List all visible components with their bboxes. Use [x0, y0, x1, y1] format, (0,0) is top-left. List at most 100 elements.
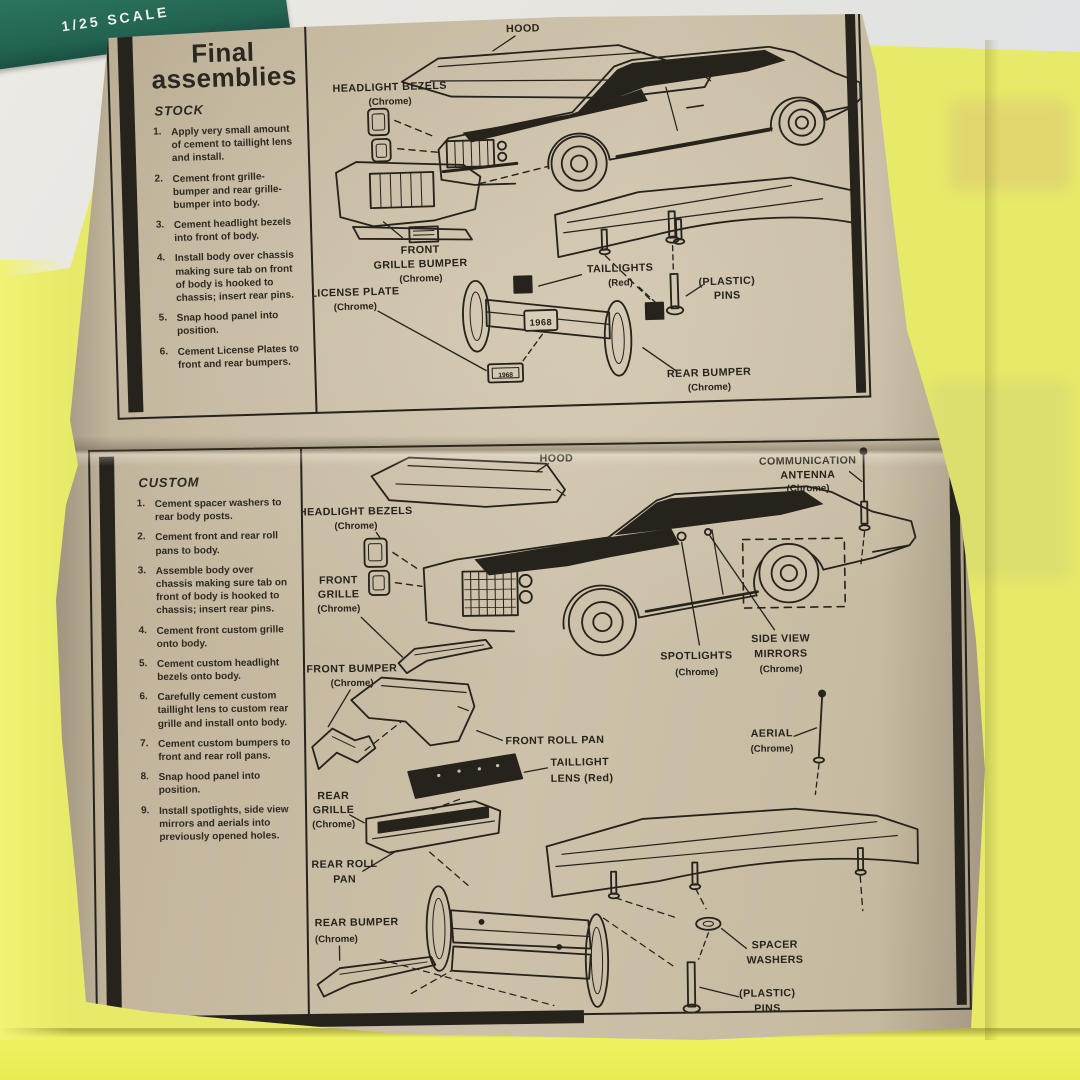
custom-steps-list: 1. Cement spacer washers to rear body pos… — [137, 496, 294, 844]
step-number: 4. — [138, 624, 147, 636]
communication-antenna-sublabel: (Chrome) — [786, 483, 829, 495]
instruction-step: 5.Cement custom headlight bezels onto bo… — [139, 656, 291, 684]
spacer-washers-label: SPACER — [752, 939, 798, 952]
plastic-pins-label: (PLASTIC) — [698, 275, 755, 289]
headlight-bezels-label: HEADLIGHT BEZELS — [302, 505, 413, 519]
custom-rear-grille-part — [365, 800, 502, 889]
step-text: Cement front grille-bumper and rear gril… — [172, 170, 282, 211]
license-plate-label: LICENSE PLATE — [310, 285, 399, 300]
custom-instructions-column: CUSTOM 1. Cement spacer washers to rear b… — [90, 449, 310, 1020]
taillight-part — [644, 301, 665, 321]
rear-bumper-assembly-part — [462, 275, 665, 384]
step-number: 1. — [153, 126, 162, 138]
instruction-step: 6.Cement License Plates to front and rea… — [160, 342, 305, 373]
step-text: Cement License Plates to front and rear … — [177, 342, 299, 371]
license-plate-part — [408, 225, 440, 244]
instruction-step: 8. Snap hood panel into position. — [140, 769, 292, 797]
sheet-fold-crease — [56, 436, 980, 466]
custom-rear-bumper-assembly — [316, 885, 676, 1008]
step-text: Cement custom bumpers to front and rear … — [158, 737, 291, 764]
front-roll-pan-label: FRONT ROLL PAN — [505, 734, 604, 747]
step-text: Cement front custom grille onto body. — [156, 623, 284, 650]
stock-instructions-column: Final assemblies STOCK 1.Apply very smal… — [108, 22, 318, 418]
taillight-lens-label: LENS (Red) — [551, 772, 614, 785]
page-title-line2: assemblies — [151, 60, 298, 96]
front-grille-label: FRONT — [319, 574, 358, 586]
stock-car-illustration — [437, 45, 862, 192]
stock-steps-list: 1.Apply very small amount of cement to t… — [153, 122, 304, 372]
front-grille-sublabel: (Chrome) — [317, 603, 360, 615]
front-grille-bumper-part — [335, 161, 549, 244]
decorative-black-bar — [99, 456, 122, 1015]
license-plate-text: 1968 — [530, 317, 553, 328]
step-number: 7. — [140, 737, 149, 750]
rear-grille-label: REAR — [317, 790, 349, 802]
headlight-bezels-sublabel: (Chrome) — [334, 521, 377, 533]
hood-label: HOOD — [540, 452, 574, 464]
step-text: Assemble body over chassis making sure t… — [155, 564, 288, 617]
aerial-sublabel: (Chrome) — [750, 743, 793, 755]
rear-grille-label: GRILLE — [313, 804, 355, 817]
taillight-lens-label: TAILLIGHT — [550, 756, 609, 769]
step-text: Snap hood panel into position. — [176, 310, 279, 338]
communication-antenna-label: COMMUNICATION — [759, 454, 857, 467]
hood-label: HOOD — [506, 22, 540, 35]
step-number: 2. — [154, 172, 164, 185]
custom-hood-part — [370, 456, 566, 508]
aerial-label: AERIAL — [751, 727, 793, 740]
instruction-step: 6.Carefully cement custom taillight lens… — [139, 689, 292, 731]
instruction-step: 7. Cement custom bumpers to front and rea… — [140, 736, 292, 764]
custom-car-illustration — [422, 485, 917, 657]
stock-assembly-panel: Final assemblies STOCK 1.Apply very smal… — [106, 14, 872, 420]
instruction-step: 2. Cement front grille-bumper and rear gr… — [154, 169, 299, 213]
step-number: 8. — [140, 771, 149, 783]
taillight-part — [513, 275, 533, 294]
step-number: 3. — [137, 564, 147, 577]
instruction-step: 4. Cement front custom grille onto body. — [138, 623, 290, 651]
instruction-step: 1. Cement spacer washers to rear body pos… — [137, 496, 289, 524]
license-plate-part — [487, 362, 525, 384]
custom-heading: CUSTOM — [138, 474, 200, 491]
side-view-mirrors-label: SIDE VIEW — [751, 632, 810, 645]
front-grille-bumper-label: FRONT — [400, 244, 439, 257]
spacer-washers-label: WASHERS — [746, 954, 803, 967]
rear-bumper-sublabel: (Chrome) — [315, 934, 358, 946]
side-view-mirrors-sublabel: (Chrome) — [760, 664, 803, 676]
custom-exploded-diagram: HOOD COMMUNICATION ANTENNA (Chrome) HEAD… — [302, 447, 919, 1015]
leader-lines — [377, 35, 704, 372]
step-text: Cement spacer washers to rear body posts… — [154, 497, 282, 524]
communication-antenna-part — [858, 447, 871, 565]
stock-diagram-area: HOOD HEADLIGHT BEZELS (Chrome) FRONT GRI… — [306, 14, 869, 412]
front-grille-bumper-sublabel: (Chrome) — [399, 273, 442, 285]
step-number: 1. — [136, 498, 146, 510]
ghost-print-bleedthrough — [950, 100, 1070, 190]
step-number: 5. — [158, 312, 168, 324]
instruction-step: 5. Snap hood panel into position. — [159, 308, 304, 339]
instruction-step: 9.Install spotlights, side view mirrors … — [141, 803, 294, 845]
step-text: Install body over chassis making sure ta… — [174, 249, 295, 305]
step-text: Cement front and rear roll pans to body. — [155, 530, 279, 557]
plastic-pins-label: (PLASTIC) — [739, 987, 796, 1000]
rear-bumper-sublabel: (Chrome) — [688, 382, 731, 394]
instruction-step: 3. Assemble body over chassis making sure… — [138, 563, 291, 618]
custom-taillight-lens-part — [407, 753, 524, 811]
instruction-step: 3.Cement headlight bezels into front of … — [156, 215, 301, 246]
rear-bumper-label: REAR BUMPER — [315, 916, 399, 929]
plastic-pins-label: PINS — [754, 1002, 781, 1014]
front-grille-label: GRILLE — [318, 588, 360, 601]
step-number: 6. — [139, 691, 148, 703]
front-bumper-sublabel: (Chrome) — [331, 678, 374, 690]
step-text: Cement headlight bezels into front of bo… — [173, 216, 292, 245]
custom-front-grille-part — [397, 638, 493, 675]
rear-grille-sublabel: (Chrome) — [312, 819, 355, 831]
taillights-label: TAILLIGHTS — [587, 262, 654, 276]
step-text: Cement custom headlight bezels onto body… — [156, 657, 280, 684]
instruction-step: 4.Install body over chassis making sure … — [157, 249, 303, 306]
step-number: 2. — [137, 531, 146, 543]
aerial-part — [812, 689, 827, 796]
step-number: 9. — [140, 804, 150, 816]
step-text: Snap hood panel into position. — [158, 770, 261, 797]
spotlights-sublabel: (Chrome) — [675, 667, 718, 679]
